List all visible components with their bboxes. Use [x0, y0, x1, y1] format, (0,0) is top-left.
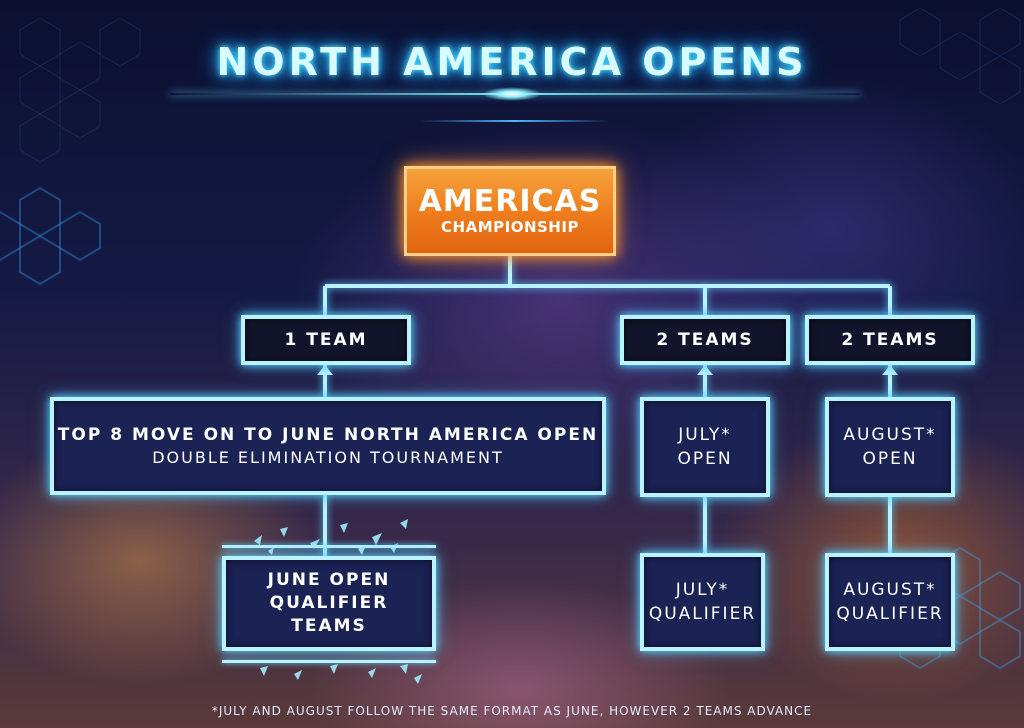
footnote: *JULY AND AUGUST FOLLOW THE SAME FORMAT … — [211, 704, 813, 718]
june-qualifier-line3: TEAMS — [291, 616, 367, 636]
august-advance-label: 2 TEAMS — [841, 330, 939, 350]
championship-title: AMERICAS — [418, 184, 602, 219]
june-advance-label: 1 TEAM — [284, 330, 368, 350]
championship-subtitle: CHAMPIONSHIP — [441, 218, 579, 236]
august-open-line2: OPEN — [862, 449, 918, 469]
june-qualifier-bottom-bar — [222, 660, 436, 663]
july-open-box: JULY* OPEN — [640, 397, 770, 497]
june-open-box: TOP 8 MOVE ON TO JUNE NORTH AMERICA OPEN… — [50, 397, 606, 495]
august-qualifier-box: AUGUST* QUALIFIER — [825, 553, 955, 651]
july-qualifier-line2: QUALIFIER — [648, 604, 757, 624]
june-open-title: TOP 8 MOVE ON TO JUNE NORTH AMERICA OPEN — [57, 425, 599, 445]
june-qualifier-line1: JUNE OPEN — [267, 570, 391, 590]
july-advance-box: 2 TEAMS — [620, 315, 790, 365]
june-qualifier-box: JUNE OPEN QUALIFIER TEAMS — [222, 556, 436, 651]
august-advance-box: 2 TEAMS — [805, 315, 975, 365]
august-open-line1: AUGUST* — [843, 425, 937, 445]
july-qualifier-box: JULY* QUALIFIER — [640, 553, 765, 651]
june-open-format: DOUBLE ELIMINATION TOURNAMENT — [152, 448, 504, 467]
august-open-box: AUGUST* OPEN — [825, 397, 955, 497]
title-subline — [420, 120, 610, 122]
arrow-up-june — [317, 365, 333, 375]
august-qualifier-line2: QUALIFIER — [836, 604, 944, 624]
title-flare — [482, 87, 542, 101]
july-open-line1: JULY* — [678, 425, 732, 445]
july-open-line2: OPEN — [677, 449, 733, 469]
june-advance-box: 1 TEAM — [241, 315, 411, 365]
june-qualifier-top-bar — [222, 545, 436, 548]
americas-championship-box: AMERICAS CHAMPIONSHIP — [404, 166, 616, 256]
july-qualifier-line1: JULY* — [675, 580, 730, 600]
july-advance-label: 2 TEAMS — [656, 330, 754, 350]
arrow-up-august — [882, 365, 898, 375]
june-qualifier-line2: QUALIFIER — [269, 593, 389, 613]
arrow-up-july — [697, 365, 713, 375]
august-qualifier-line1: AUGUST* — [843, 580, 937, 600]
page-title: NORTH AMERICA OPENS — [216, 40, 808, 84]
